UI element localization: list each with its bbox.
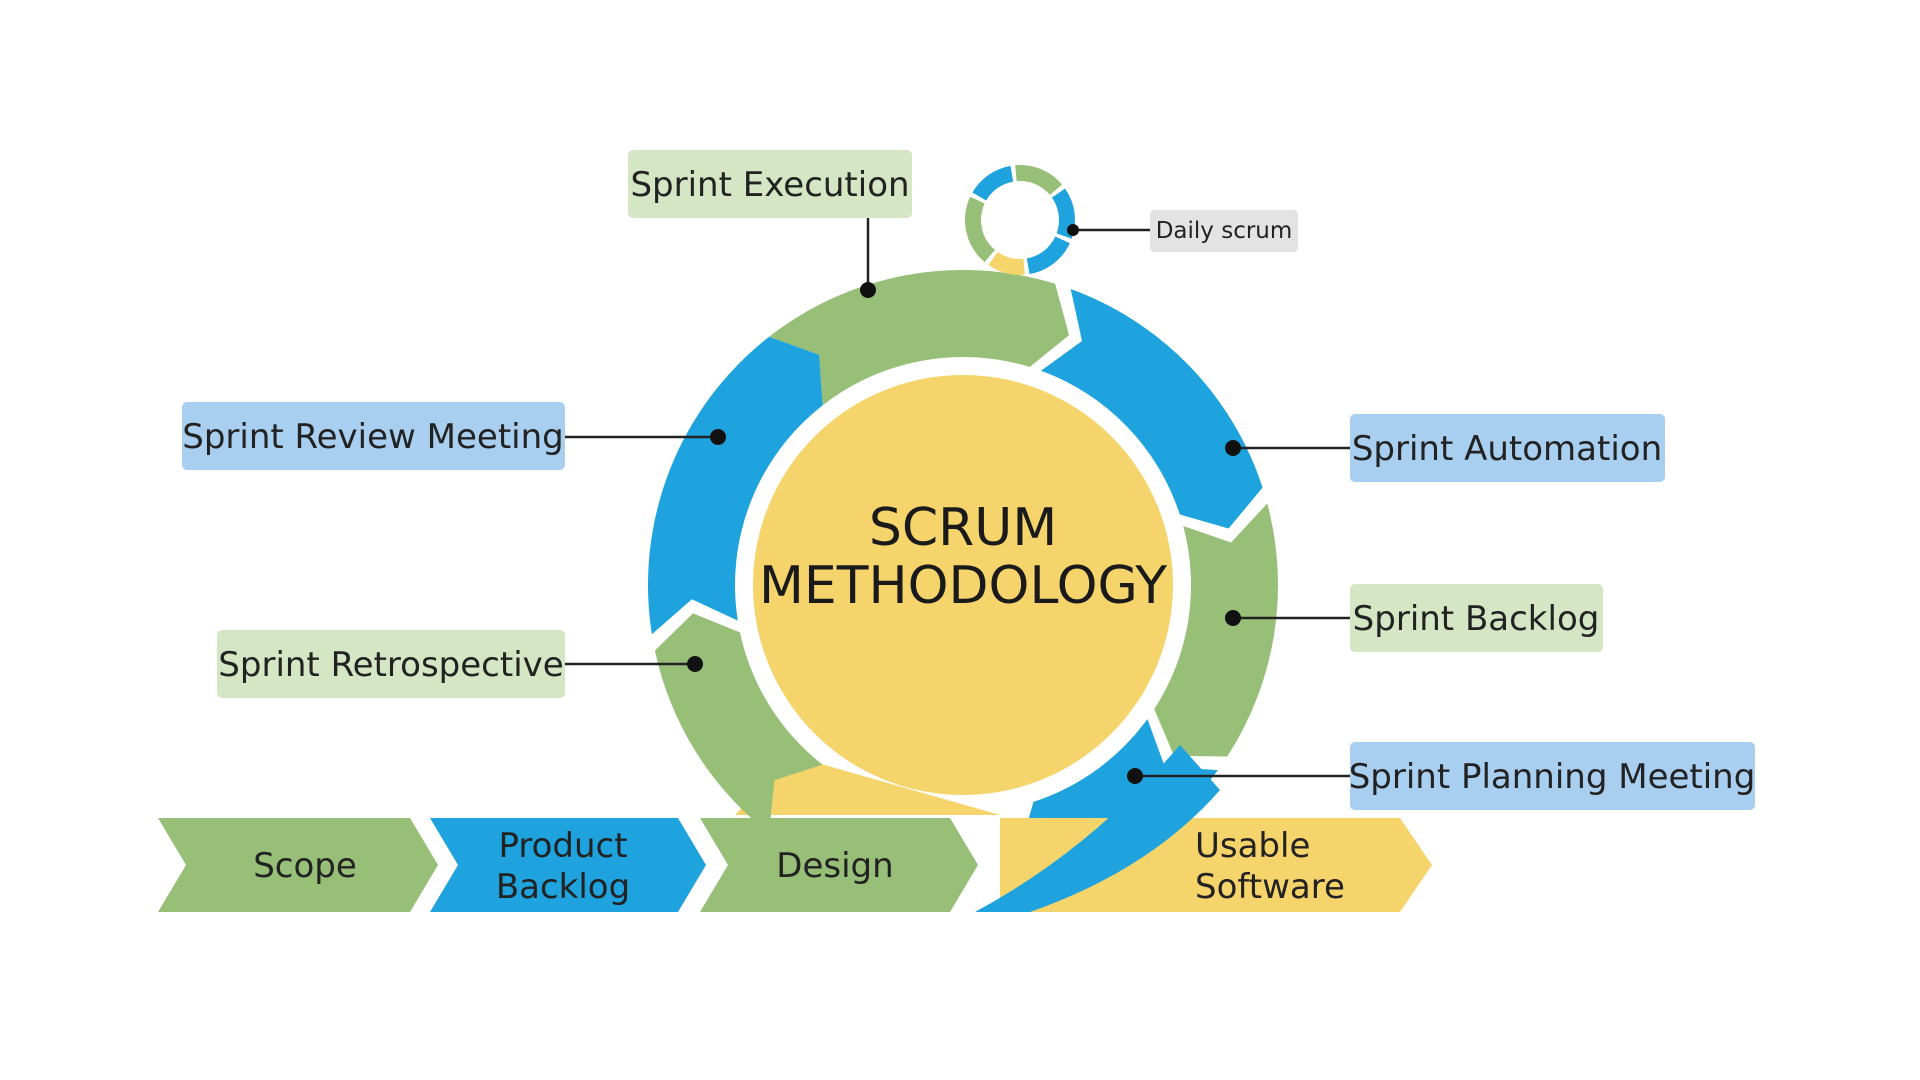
design-chevron xyxy=(700,818,978,912)
sprint-execution-dot xyxy=(860,282,876,298)
sprint-retrospective-dot xyxy=(687,656,703,672)
svg-text:Sprint Backlog: Sprint Backlog xyxy=(1353,599,1600,639)
svg-text:Daily scrum: Daily scrum xyxy=(1156,218,1293,244)
svg-text:Sprint Retrospective: Sprint Retrospective xyxy=(218,645,563,685)
planning-sweep xyxy=(975,745,1220,912)
ring-segment-sprint-review xyxy=(648,336,823,635)
sprint-planning-dot xyxy=(1127,768,1143,784)
sprint-planning-meeting-label: Sprint Planning Meeting xyxy=(1349,742,1756,810)
flow-product-backlog-text-2: Backlog xyxy=(496,867,630,907)
scope-chevron xyxy=(158,818,438,912)
flow-design-text: Design xyxy=(776,846,893,886)
svg-text:Sprint Execution: Sprint Execution xyxy=(630,165,909,205)
flow-scope-text: Scope xyxy=(253,846,357,886)
svg-text:Sprint Automation: Sprint Automation xyxy=(1352,429,1662,469)
sprint-cycle-ring xyxy=(648,269,1278,885)
sprint-retrospective-label: Sprint Retrospective xyxy=(217,630,565,698)
center-title-line1: SCRUM xyxy=(869,498,1057,558)
mini-ring-yellow xyxy=(988,251,1025,275)
flow-usable-software-text-1: Usable xyxy=(1195,826,1310,866)
sprint-backlog-label: Sprint Backlog xyxy=(1350,584,1603,652)
svg-text:Sprint Review Meeting: Sprint Review Meeting xyxy=(182,417,563,457)
ring-segment-sprint-execution xyxy=(769,269,1070,406)
sprint-execution-label: Sprint Execution xyxy=(628,150,912,218)
daily-scrum-dot xyxy=(1067,224,1079,236)
center-title-line2: METHODOLOGY xyxy=(759,556,1167,616)
ring-segment-sprint-backlog xyxy=(1154,503,1278,757)
sprint-automation-dot xyxy=(1225,440,1241,456)
daily-scrum-label: Daily scrum xyxy=(1150,210,1298,252)
flow-usable-software-text-2: Software xyxy=(1195,867,1345,907)
mini-ring-green-2 xyxy=(965,196,996,263)
flow-product-backlog-text-1: Product xyxy=(498,826,627,866)
daily-scrum-ring xyxy=(965,165,1075,275)
center-circle xyxy=(753,375,1173,795)
product-backlog-chevron xyxy=(430,818,706,912)
mini-ring-green-1 xyxy=(1015,165,1063,196)
sprint-review-meeting-label: Sprint Review Meeting xyxy=(182,402,565,470)
sprint-backlog-dot xyxy=(1225,610,1241,626)
mini-ring-blue-2 xyxy=(1051,188,1075,239)
mini-ring-blue-1 xyxy=(972,165,1014,201)
ring-segment-sprint-automation xyxy=(1040,288,1263,529)
sprint-automation-label: Sprint Automation xyxy=(1350,414,1665,482)
sprint-review-dot xyxy=(710,429,726,445)
svg-text:Sprint Planning Meeting: Sprint Planning Meeting xyxy=(1349,757,1756,797)
mini-ring-blue-3 xyxy=(1026,236,1070,275)
